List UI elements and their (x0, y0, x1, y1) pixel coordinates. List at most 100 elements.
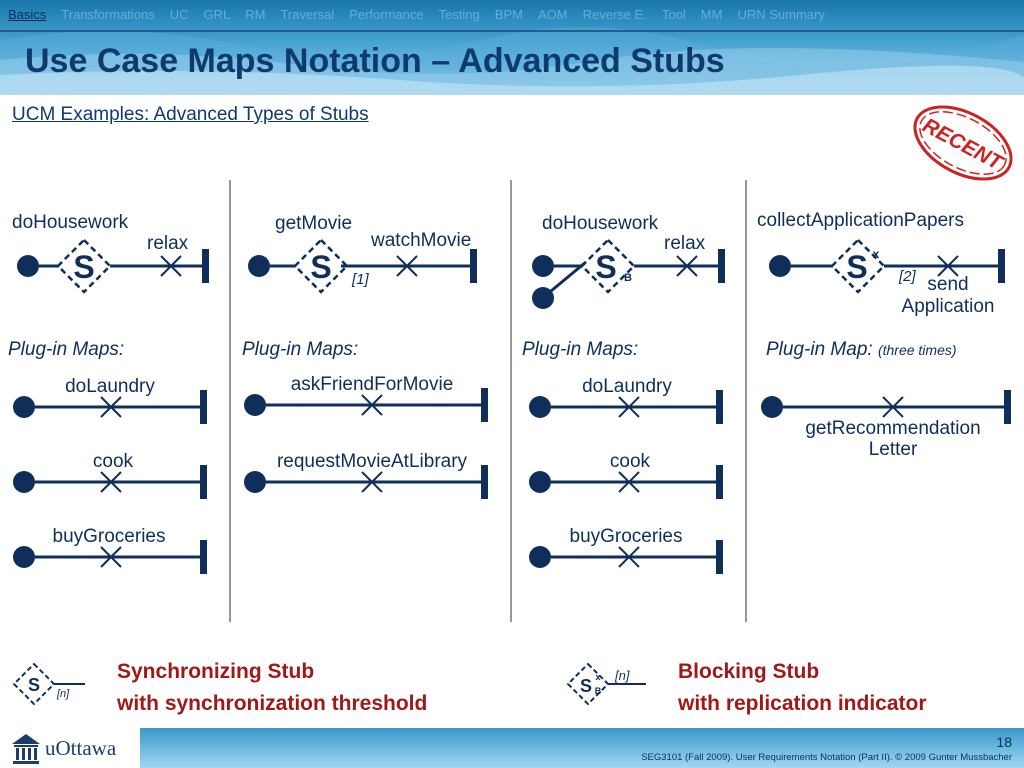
end-bar (470, 249, 477, 283)
legend-stub-sub: B (595, 686, 602, 696)
nav-item-bpm[interactable]: BPM (494, 7, 523, 22)
responsibility-label: send (927, 274, 968, 295)
nav-item-reverse-e[interactable]: Reverse E. (582, 7, 647, 22)
plugin-map-getrecommendationletter: getRecommendation Letter (761, 390, 1011, 460)
nav-item-grl[interactable]: GRL (203, 7, 231, 22)
stub-diamond (56, 238, 112, 294)
plugin-label: askFriendForMovie (291, 374, 454, 395)
column-4-main-map: collectApplicationPapers S x [2] send Ap… (757, 210, 1005, 317)
legend-sync-stub: S [n] Synchronizing Stub with synchroniz… (12, 660, 427, 715)
legend-diamond (12, 662, 56, 706)
map-label: doHousework (542, 213, 659, 234)
legend-blocking-stub: S x B [n] Blocking Stub with replication… (566, 660, 927, 715)
plugin-note: (three times) (878, 342, 957, 358)
responsibility-cross (160, 255, 182, 277)
start-point (17, 255, 39, 277)
plugin-label: doLaundry (582, 376, 672, 397)
uottawa-logo: uOttawa (0, 728, 140, 768)
stub-letter: S (73, 249, 94, 285)
sync-threshold: [1] (351, 271, 370, 288)
plugin-map-askfriendformovie: askFriendForMovie (244, 374, 488, 422)
stub-letter: S (846, 249, 867, 285)
footer-note: SEG3101 (Fall 2009). User Requirements N… (641, 752, 1012, 763)
start-point (248, 255, 270, 277)
plugin-heading: Plug-in Maps: (242, 339, 358, 360)
wave-background (0, 27, 1024, 95)
nav-item-basics[interactable]: Basics (8, 7, 47, 22)
plugin-heading: Plug-in Map: (three times) (766, 339, 957, 360)
stub-diamond (293, 238, 349, 294)
nav-divider (0, 30, 1024, 32)
plugin-map-dolaundry: doLaundry (13, 376, 207, 424)
plugin-map-cook: cook (13, 451, 207, 499)
start-point (769, 255, 791, 277)
stub-superscript: x (873, 247, 880, 261)
plugin-label: buyGroceries (53, 526, 166, 547)
building-icon (12, 734, 40, 764)
column-3-main-map: doHousework S B relax (532, 213, 725, 309)
nav-item-urn-summary[interactable]: URN Summary (737, 7, 825, 22)
legend-title: Synchronizing Stub (117, 660, 314, 683)
plugin-label: cook (93, 451, 134, 472)
plugin-label: Letter (869, 439, 918, 460)
plugin-label: buyGroceries (570, 526, 683, 547)
recent-stamp: RECENT (913, 105, 1013, 181)
plugin-map-buygroceries: buyGroceries (13, 526, 207, 574)
footer-bar: uOttawa 18 SEG3101 (Fall 2009). User Req… (0, 728, 1024, 768)
logo-text: uOttawa (45, 736, 117, 760)
stub-diamond (830, 238, 886, 294)
responsibility-label: Application (902, 296, 995, 317)
end-bar (718, 249, 725, 283)
stamp-text: RECENT (919, 114, 1008, 176)
nav-item-performance[interactable]: Performance (349, 7, 424, 22)
stub-letter: S (310, 249, 331, 285)
legend-description: with replication indicator (677, 692, 927, 715)
plugin-map-requestmovieatlibrary: requestMovieAtLibrary (244, 451, 488, 499)
map-label: collectApplicationPapers (757, 210, 964, 231)
legend-stub-letter: S (28, 675, 40, 695)
plugin-map-cook: cook (529, 451, 723, 499)
stub-subscript: B (624, 272, 632, 284)
page-title: Use Case Maps Notation – Advanced Stubs (25, 42, 725, 80)
plugin-map-dolaundry: doLaundry (529, 376, 723, 424)
plugin-heading: Plug-in Maps: (522, 339, 638, 360)
ucm-diagram: RECENT doHousework S relax Plug-in Maps:… (8, 105, 1013, 715)
legend-diamond (566, 662, 610, 706)
nav-item-rm[interactable]: RM (245, 7, 266, 22)
responsibility-cross (937, 255, 959, 277)
replication-indicator: [2] (898, 268, 917, 285)
plugin-map-buygroceries: buyGroceries (529, 526, 723, 574)
legend-stub-sup: x (595, 672, 600, 682)
stub-letter: S (595, 249, 616, 285)
legend-tag: [n] (56, 688, 70, 700)
legend-tag: [n] (614, 668, 630, 683)
column-2-main-map: getMovie S [1] watchMovie (248, 213, 477, 294)
plugin-label: cook (610, 451, 651, 472)
nav-item-aom[interactable]: AOM (537, 7, 568, 22)
responsibility-cross (676, 255, 698, 277)
nav-item-testing[interactable]: Testing (438, 7, 480, 22)
responsibility-label: watchMovie (370, 230, 471, 251)
nav-item-uc[interactable]: UC (169, 7, 189, 22)
page-number: 18 (996, 734, 1012, 750)
responsibility-label: relax (147, 233, 189, 254)
map-label: doHousework (12, 212, 129, 233)
legend-description: with synchronization threshold (116, 692, 427, 715)
legend-stub-letter: S (580, 676, 592, 696)
plugin-heading: Plug-in Maps: (8, 339, 124, 360)
legend-title: Blocking Stub (678, 660, 819, 683)
responsibility-label: relax (664, 233, 706, 254)
header-bar: Basics Transformations UC GRL RM Traversal Per… (0, 0, 1024, 95)
nav-item-tool[interactable]: Tool (661, 7, 686, 22)
end-bar (998, 249, 1005, 283)
nav-item-mm[interactable]: MM (700, 7, 723, 22)
nav-item-transformations[interactable]: Transformations (61, 7, 155, 22)
plugin-label: requestMovieAtLibrary (277, 451, 468, 472)
start-point (532, 255, 554, 277)
start-point-second (532, 287, 554, 309)
end-bar (202, 249, 209, 283)
map-label: getMovie (275, 213, 352, 234)
nav-item-traversal[interactable]: Traversal (280, 7, 335, 22)
section-nav: Basics Transformations UC GRL RM Traversal Per… (8, 7, 840, 27)
plugin-label: getRecommendation (805, 418, 980, 439)
